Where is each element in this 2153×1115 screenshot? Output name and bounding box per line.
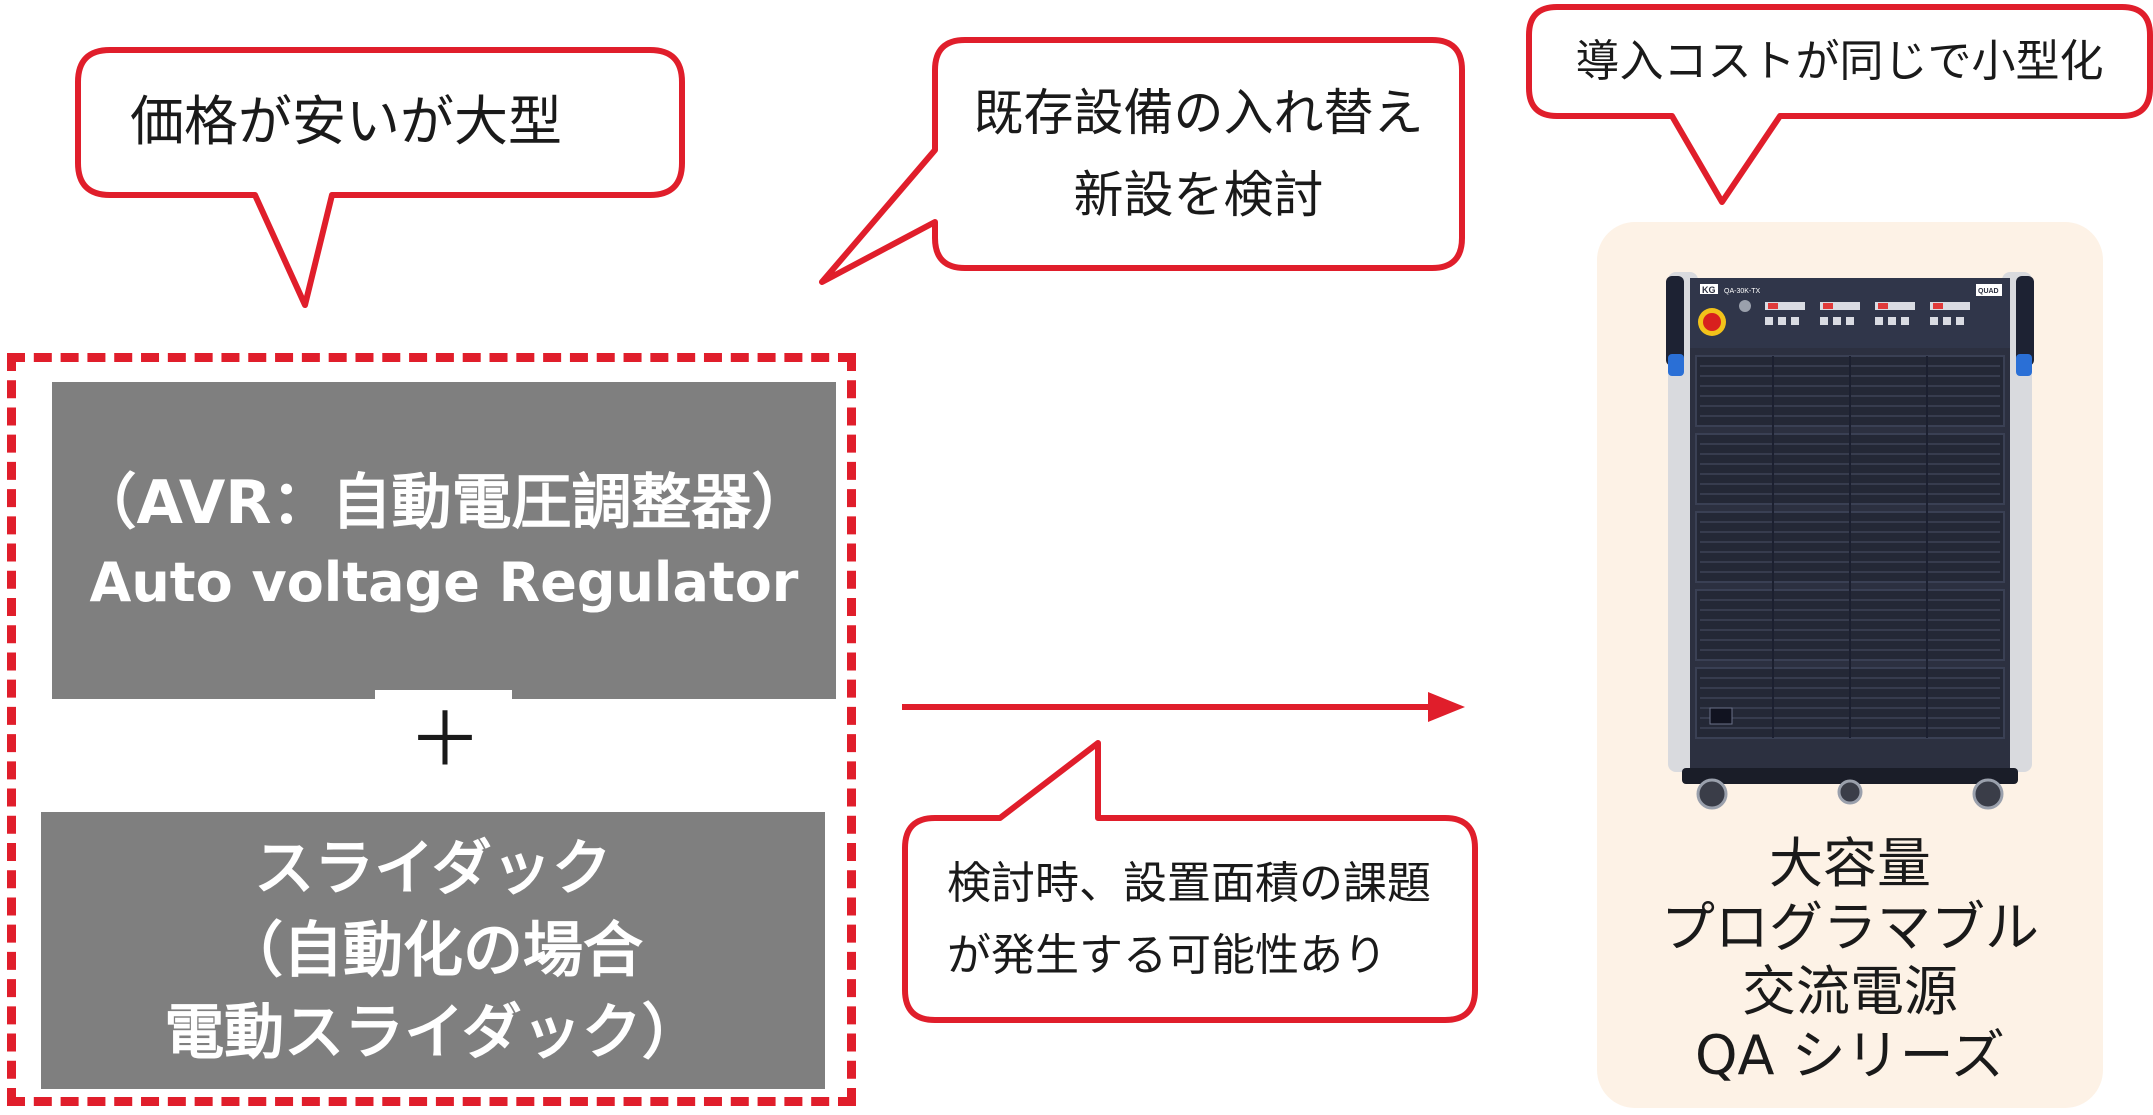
plus-sign: ＋	[408, 697, 482, 783]
bubble-left-line-1: 価格が安いが大型	[130, 90, 562, 153]
bubble-bottom-line-2: が発生する可能性あり	[947, 930, 1387, 981]
bubble-right-text: 導入コストが同じで小型化	[1529, 28, 2150, 96]
conventional-setup-frame	[7, 353, 856, 1106]
bubble-middle-text: 既存設備の入れ替え 新設を検討	[935, 72, 1462, 236]
bubble-bottom-outline	[902, 740, 1478, 1023]
caster-center-icon	[1837, 779, 1863, 805]
avr-box-gap	[375, 690, 512, 704]
product-label-line-3: 交流電源	[1742, 960, 1958, 1023]
product-label-line-4: QA シリーズ	[1695, 1024, 2005, 1087]
product-label-line-1: 大容量	[1769, 832, 1931, 895]
slidac-box-line-2: （自動化の場合	[223, 915, 643, 986]
bubble-right-outline	[1526, 4, 2153, 205]
arrow-head	[1428, 692, 1465, 722]
avr-box-line-2: Auto voltage Regulator	[89, 550, 799, 614]
avr-box-line-1: （AVR：自動電圧調整器）	[76, 467, 812, 538]
ac-power-supply-image: KG QA-30K-TX QUAD	[1666, 272, 2034, 810]
caster-right-icon	[1972, 778, 2004, 810]
slidac-box-line-1: スライダック	[254, 833, 612, 904]
bubble-middle-line-2: 新設を検討	[1073, 166, 1324, 224]
slidac-box: スライダック （自動化の場合 電動スライダック）	[41, 812, 825, 1089]
bubble-left-text: 価格が安いが大型	[78, 80, 682, 164]
device-model-label: QA-30K-TX	[1724, 288, 1761, 295]
product-label-line-2: プログラマブル	[1661, 896, 2039, 959]
product-label: 大容量 プログラマブル 交流電源 QA シリーズ	[1597, 832, 2103, 1088]
slidac-box-line-3: 電動スライダック）	[164, 997, 702, 1068]
bubble-bottom-text: 検討時、設置面積の課題 が発生する可能性あり	[905, 848, 1475, 992]
bubble-middle-outline	[819, 37, 1465, 285]
caster-left-icon	[1696, 778, 1728, 810]
bubble-right-line-1: 導入コストが同じで小型化	[1575, 36, 2104, 87]
device-logo-label: QUAD	[1978, 288, 1999, 295]
bubble-left-outline	[75, 47, 685, 308]
bubble-middle-line-1: 既存設備の入れ替え	[973, 84, 1424, 142]
avr-box: （AVR：自動電圧調整器） Auto voltage Regulator	[52, 382, 836, 699]
device-brand-label: KG	[1702, 285, 1716, 295]
bubble-bottom-line-1: 検討時、設置面積の課題	[947, 858, 1431, 909]
